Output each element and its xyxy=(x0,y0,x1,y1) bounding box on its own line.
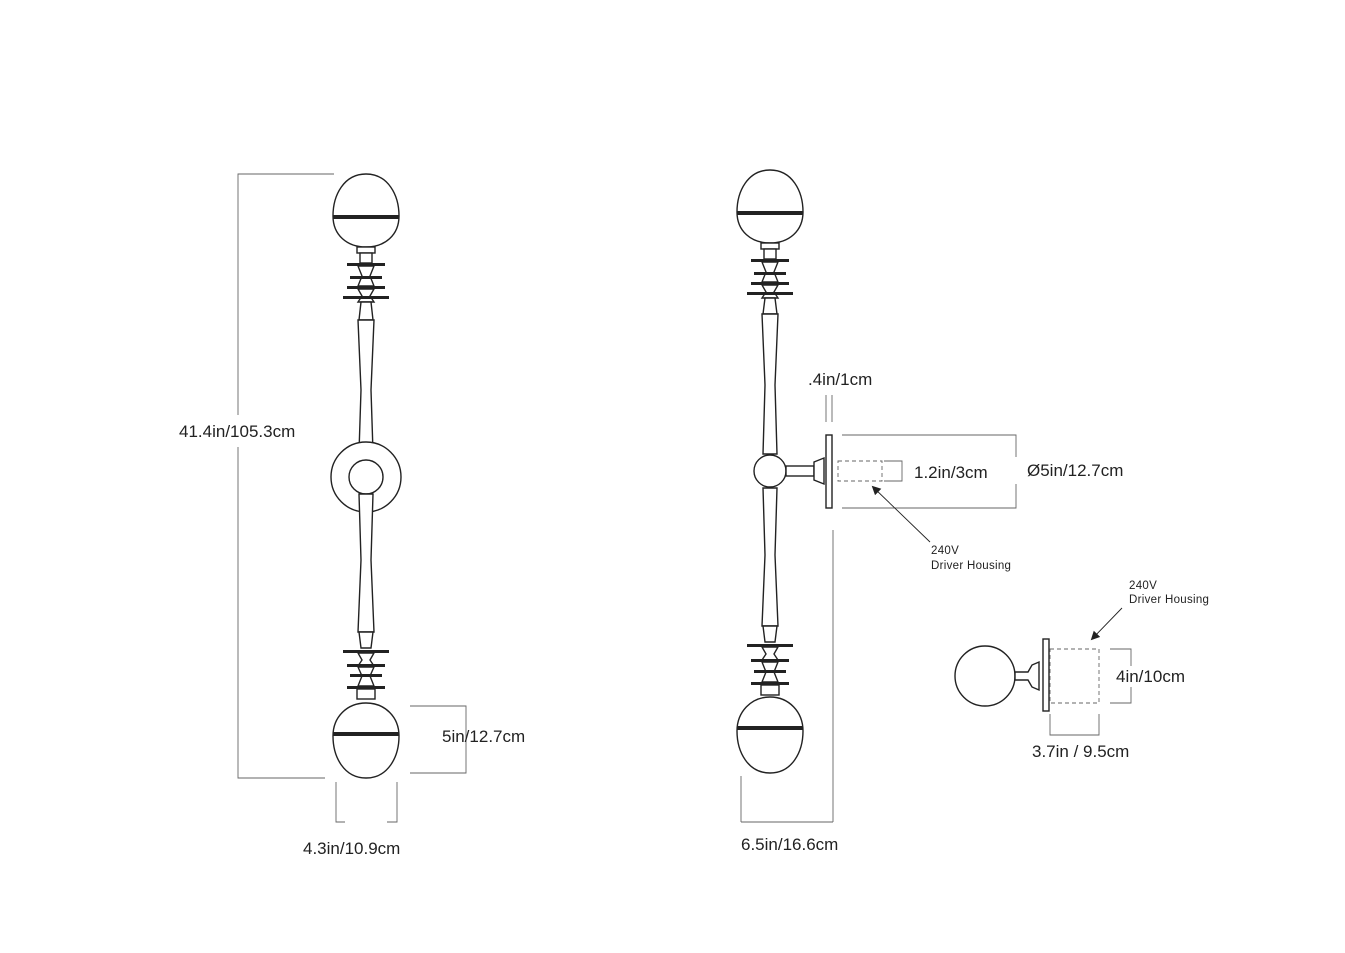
detail-driver-arrow xyxy=(1090,607,1123,641)
side-driver-note-line1: 240V xyxy=(931,545,959,557)
front-upper-arm xyxy=(357,319,375,453)
shade-height-dimension xyxy=(410,705,467,774)
shade-height-label: 5in/12.7cm xyxy=(442,727,525,746)
driver-depth-dimension xyxy=(884,460,903,482)
side-driver-housing xyxy=(837,460,883,482)
side-driver-note-line2: Driver Housing xyxy=(931,560,1011,572)
backplate-thickness-dimension xyxy=(825,395,833,422)
detail-backplate xyxy=(1042,638,1050,712)
front-view xyxy=(237,173,467,823)
side-knuckle-bracket xyxy=(753,434,833,509)
driver-width-label: 3.7in / 9.5cm xyxy=(1032,742,1129,761)
shade-width-label: 4.3in/10.9cm xyxy=(303,839,400,858)
backplate-diameter-label: Ø5in/12.7cm xyxy=(1027,461,1123,480)
side-driver-arrow xyxy=(871,485,931,543)
front-bottom-globe xyxy=(332,702,400,779)
side-top-globe xyxy=(736,169,804,250)
front-upper-ornaments xyxy=(343,252,389,321)
backplate-diameter-dimension xyxy=(842,434,1017,509)
side-upper-ornaments xyxy=(747,248,793,315)
detail-driver-housing xyxy=(1049,648,1100,704)
front-top-globe xyxy=(332,173,400,254)
backplate-thickness-label: .4in/1cm xyxy=(808,370,872,389)
side-upper-arm xyxy=(761,313,779,455)
detail-driver-note-line1: 240V xyxy=(1129,580,1157,592)
side-lower-arm xyxy=(761,487,779,627)
detail-driver-note-line2: Driver Housing xyxy=(1129,594,1209,606)
driver-width-dimension xyxy=(1049,714,1100,736)
driver-height-label: 4in/10cm xyxy=(1116,667,1185,686)
side-lower-ornaments xyxy=(747,625,793,696)
front-lower-ornaments xyxy=(343,631,389,700)
side-projection-dimension xyxy=(740,530,834,823)
side-view xyxy=(736,169,1017,823)
side-bottom-globe xyxy=(736,696,804,774)
front-height-dimension xyxy=(237,173,334,779)
driver-depth-label: 1.2in/3cm xyxy=(914,463,988,482)
front-height-label: 41.4in/105.3cm xyxy=(179,422,295,441)
shade-width-dimension xyxy=(335,782,345,823)
front-backplate xyxy=(330,441,402,513)
front-lower-arm xyxy=(357,493,375,633)
driver-height-dimension xyxy=(1110,648,1132,666)
detail-globe xyxy=(954,645,1016,707)
detail-view xyxy=(954,607,1132,736)
side-projection-label: 6.5in/16.6cm xyxy=(741,835,838,854)
